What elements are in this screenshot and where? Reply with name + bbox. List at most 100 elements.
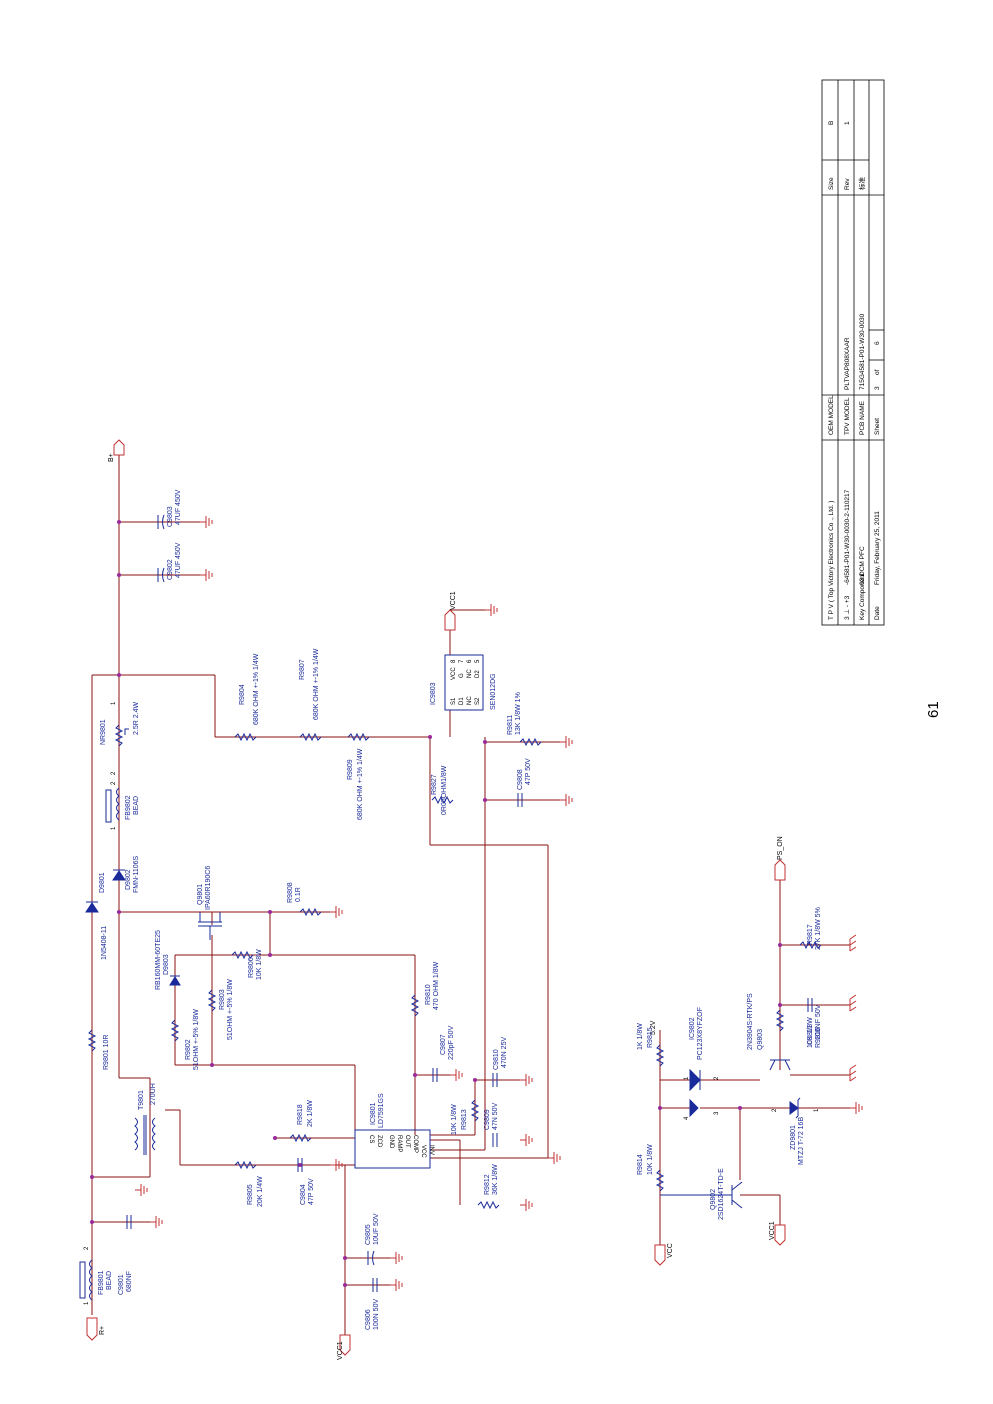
svg-text:D2: D2: [475, 670, 481, 678]
svg-text:R+: R+: [99, 1326, 106, 1335]
svg-text:Q9803: Q9803: [757, 1029, 764, 1050]
svg-text:47N 50V: 47N 50V: [492, 1102, 499, 1130]
svg-text:2K 1/8W: 2K 1/8W: [307, 1100, 314, 1127]
svg-text:R9801 10R: R9801 10R: [103, 1035, 110, 1070]
svg-text:C9803: C9803: [167, 506, 174, 527]
date-label: Date: [874, 606, 881, 620]
sheet-value: 3: [874, 386, 881, 390]
capacitor-c9802: C9802 47UF 450V: [157, 542, 182, 583]
bead-fb9802: 1 2 FB9802 BEAD: [105, 781, 140, 830]
port-vcc1-left: VCC1: [337, 1334, 351, 1360]
svg-text:VCC: VCC: [420, 1145, 426, 1158]
svg-text:Q9802: Q9802: [710, 1189, 717, 1210]
zener-zd9801: 2 1 ZD9801 MTZJ T-72 16B: [772, 1097, 820, 1165]
svg-text:C9806: C9806: [365, 1309, 372, 1330]
svg-text:VCC: VCC: [667, 1243, 674, 1258]
svg-text:CS: CS: [368, 1135, 374, 1143]
svg-text:R9811: R9811: [507, 715, 514, 735]
port-ps-on: PS_ON: [774, 836, 786, 881]
of-label: of: [874, 369, 881, 375]
svg-text:R9810: R9810: [425, 984, 432, 1005]
resistor-r9801: R9801 10R: [87, 1029, 110, 1070]
resistor-r9804: R9804 680K OHM +-1% 1/4W: [234, 653, 260, 742]
svg-text:D9803: D9803: [163, 954, 170, 975]
svg-text:10K 1/8W: 10K 1/8W: [647, 1144, 654, 1175]
svg-text:51OHM +-5% 1/8W: 51OHM +-5% 1/8W: [227, 979, 234, 1040]
svg-text:51OHM +-5% 1/8W: 51OHM +-5% 1/8W: [193, 1009, 200, 1070]
capacitor-c9807: C9807 220pF 50V: [432, 1025, 455, 1082]
svg-text:0R05OHM1/8W: 0R05OHM1/8W: [441, 765, 448, 815]
svg-text:2: 2: [714, 1076, 720, 1080]
ic-ic9803: IC9803 SEN012DG S1 D1 NC S2 VCC G NC D2 …: [430, 654, 497, 711]
svg-text:R9802: R9802: [185, 1039, 192, 1060]
svg-text:1: 1: [814, 1108, 820, 1112]
svg-text:R9817: R9817: [807, 924, 814, 945]
resistor-r9813: 10K 1/8W R9813: [451, 1099, 480, 1135]
svg-text:C9811: C9811: [807, 1025, 814, 1045]
rev-label: Rev: [844, 178, 851, 190]
svg-text:10K 1/8W: 10K 1/8W: [451, 1104, 458, 1135]
svg-text:PC123X8YFZOF: PC123X8YFZOF: [697, 1007, 704, 1060]
svg-text:IC9802: IC9802: [689, 1017, 696, 1040]
svg-text:470N 25V: 470N 25V: [501, 1037, 508, 1068]
svg-text:10K 1/8W: 10K 1/8W: [256, 949, 263, 980]
svg-text:2: 2: [772, 1108, 778, 1112]
thermistor-nr9801: 2 1 NR9801 2.5R 2.4W: [100, 701, 140, 775]
mosfet-q9801: Q9801 IPA60R190C6: [197, 866, 222, 940]
svg-text:VCC: VCC: [451, 667, 457, 680]
oem-model-label: OEM MODEL: [828, 395, 835, 435]
svg-text:NC: NC: [467, 669, 473, 678]
svg-text:R9805: R9805: [247, 1184, 254, 1205]
svg-text:C9807: C9807: [440, 1034, 447, 1055]
capacitor-c9809: C9809 47N 50V: [484, 1102, 499, 1147]
svg-text:2: 2: [111, 771, 117, 775]
size-value: B: [828, 121, 835, 125]
resistor-r9815: 1K 1/8W R9815: [637, 1023, 665, 1067]
net-label-5v2: 5.2V: [650, 1020, 661, 1040]
svg-text:R9803: R9803: [219, 989, 226, 1010]
svg-text:IC9801: IC9801: [370, 1102, 377, 1125]
bead-fb9801: 1 2 FB9801 BEAD: [79, 1246, 113, 1305]
resistor-r9818: R9818 2K 1/8W: [289, 1100, 314, 1143]
title-block: T P V ( Top Victory Electronics Co ., Lt…: [821, 79, 885, 626]
pcb-name-label: PCB NAME: [859, 400, 866, 435]
svg-text:470 OHM 1/8W: 470 OHM 1/8W: [433, 961, 440, 1010]
resistor-r9817: R9817 27K 1/8W 5%: [799, 907, 822, 950]
svg-text:47UF 450V: 47UF 450V: [175, 542, 182, 578]
svg-text:2.5R 2.4W: 2.5R 2.4W: [133, 702, 140, 735]
standard-label: 标准: [857, 177, 866, 191]
rev-value: 1: [844, 121, 851, 125]
svg-text:36K 1/8W: 36K 1/8W: [492, 1164, 499, 1195]
port-vcc1-ic: VCC1: [444, 591, 457, 631]
svg-text:C9808: C9808: [517, 769, 524, 790]
capacitor-c9801: C9801 680NF: [118, 1215, 133, 1295]
svg-text:T9801: T9801: [138, 1090, 145, 1110]
key-component-label: Key Component: [859, 573, 866, 620]
svg-text:C9801: C9801: [118, 1274, 125, 1295]
row2-value: -64581-P01-W30-0030-2-110217: [844, 489, 851, 585]
capacitor-c9808: C9808 47P 50V: [517, 758, 532, 807]
capacitor-c9803: C9803 47UF 450V: [157, 489, 182, 530]
wire-net: [91, 455, 850, 1335]
svg-text:R9808: R9808: [287, 882, 294, 903]
diode-d9802: D9802 FMN-1106S: [112, 855, 140, 893]
svg-text:R9812: R9812: [484, 1174, 491, 1195]
svg-text:2SD1624T-TD-E: 2SD1624T-TD-E: [718, 1168, 725, 1220]
svg-text:6: 6: [467, 659, 473, 663]
svg-text:NR9801: NR9801: [100, 719, 107, 745]
svg-text:G: G: [459, 673, 465, 678]
capacitor-c9806: C9806 100N 50V: [365, 1278, 380, 1330]
svg-text:IC9803: IC9803: [430, 682, 437, 705]
svg-text:4: 4: [684, 1116, 690, 1120]
tpv-model-value: PLTVAP808XAAR: [844, 337, 851, 390]
key-component-value: 03.DCM PFC: [859, 546, 866, 585]
svg-text:VCC1: VCC1: [769, 1221, 776, 1240]
svg-text:C9804: C9804: [300, 1184, 307, 1205]
svg-text:INV: INV: [428, 1145, 434, 1155]
tpv-model-label: TPV MODEL: [844, 397, 851, 435]
svg-text:3: 3: [714, 1111, 720, 1115]
svg-text:LD7591GS: LD7591GS: [378, 1093, 385, 1128]
svg-text:680K OHM +-1% 1/4W: 680K OHM +-1% 1/4W: [253, 653, 260, 725]
svg-text:27K 1/8W 5%: 27K 1/8W 5%: [815, 907, 822, 950]
